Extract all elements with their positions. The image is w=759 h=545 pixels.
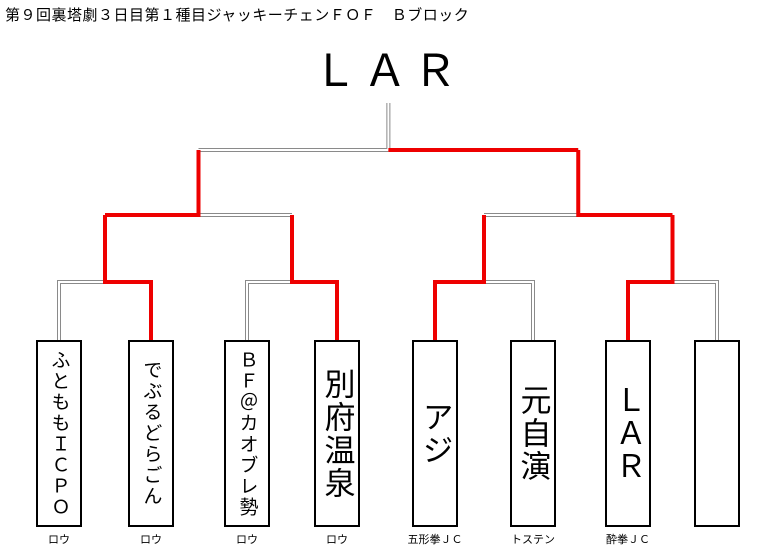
participant-box: ＬＡＲ <box>605 340 651 527</box>
participant-box <box>694 340 740 527</box>
participant-tag: 酔拳ＪＣ <box>606 534 650 545</box>
participant-tag: ロウ <box>140 534 162 545</box>
participant-tag: ロウ <box>48 534 70 545</box>
champion-name: ＬＡＲ <box>313 47 463 96</box>
participant-box: 別府温泉 <box>314 340 360 527</box>
participant-tag: 五形拳ＪＣ <box>407 534 463 545</box>
participant-tag: ロウ <box>326 534 348 545</box>
page-title: 第９回裏塔劇３日目第１種目ジャッキーチェンＦＯＦ Ｂブロック <box>5 7 470 24</box>
participant-tag: ロウ <box>236 534 258 545</box>
participant-box: でぶるどらごん <box>128 340 174 527</box>
participant-box: 元自演 <box>510 340 556 527</box>
participant-tag: トステン <box>511 534 555 545</box>
participant-box: アジ <box>412 340 458 527</box>
participant-box: ＢＦ＠カオブレ勢 <box>224 340 270 527</box>
participant-box: ふとももＩＣＰＯ <box>36 340 82 527</box>
